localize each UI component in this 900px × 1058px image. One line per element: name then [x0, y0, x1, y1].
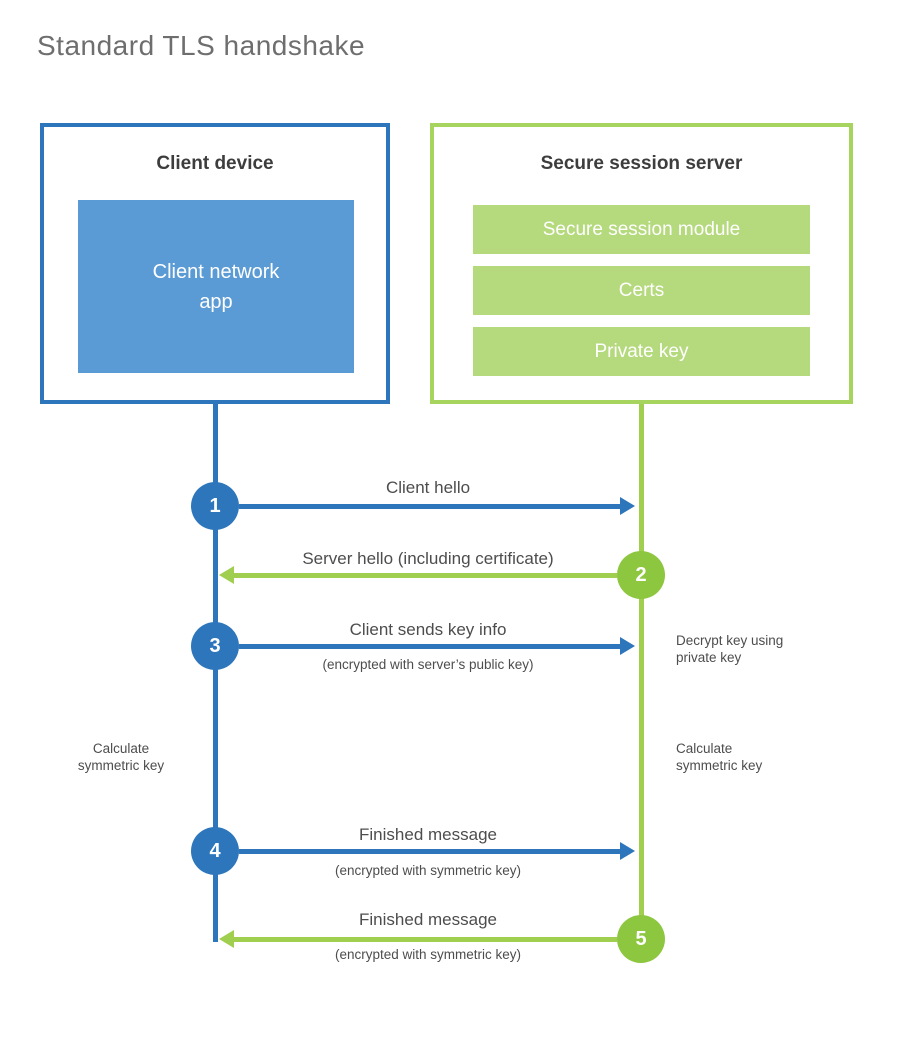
note-calculate-symmetric-key-client: Calculate symmetric key	[55, 740, 187, 774]
message-label-client-hello: Client hello	[385, 478, 471, 497]
server-module-secure-session: Secure session module	[473, 205, 810, 254]
arrow-head-right-icon	[620, 842, 635, 860]
message-label-server-hello: Server hello (including certificate)	[302, 549, 554, 568]
page-title: Standard TLS handshake	[37, 30, 366, 61]
note-decrypt-key-line1: Decrypt key using	[676, 633, 784, 648]
note-calc-left-line2: symmetric key	[77, 758, 165, 773]
arrow-head-right-icon	[620, 497, 635, 515]
client-lifeline	[213, 404, 218, 942]
note-decrypt-key-line2: private key	[676, 650, 742, 665]
message-sublabel-encrypted-symmetric-1: (encrypted with symmetric key)	[334, 863, 522, 878]
arrow-line-step4	[239, 849, 622, 854]
note-decrypt-key: Decrypt key using private key	[676, 632, 783, 666]
message-label-finished-client: Finished message	[359, 825, 497, 844]
arrow-line-step1	[239, 504, 622, 509]
arrow-line-step5	[233, 937, 617, 942]
secure-session-server-box: Secure session server Secure session mod…	[430, 123, 853, 404]
step-circle-1: 1	[191, 482, 239, 530]
server-lifeline	[639, 404, 644, 942]
server-module-private-key: Private key	[473, 327, 810, 376]
step-circle-5: 5	[617, 915, 665, 963]
note-calc-left-line1: Calculate	[92, 741, 150, 756]
step-circle-2: 2	[617, 551, 665, 599]
message-label-finished-server: Finished message	[359, 910, 497, 929]
client-app-label-line2: app	[199, 290, 233, 313]
arrow-head-left-icon	[219, 566, 234, 584]
server-title: Secure session server	[540, 153, 743, 174]
client-network-app-block: Client network app	[78, 200, 354, 373]
arrow-head-right-icon	[620, 637, 635, 655]
server-module-certs: Certs	[473, 266, 810, 315]
client-app-label-line1: Client network	[152, 260, 280, 283]
client-device-box: Client device Client network app	[40, 123, 390, 404]
arrow-line-step3	[239, 644, 622, 649]
step-circle-3: 3	[191, 622, 239, 670]
arrow-line-step2	[233, 573, 617, 578]
note-calc-right-line2: symmetric key	[676, 758, 763, 773]
message-label-client-key-info: Client sends key info	[349, 620, 507, 639]
client-device-title: Client device	[156, 153, 274, 174]
step-circle-4: 4	[191, 827, 239, 875]
message-sublabel-encrypted-symmetric-2: (encrypted with symmetric key)	[334, 947, 522, 962]
note-calculate-symmetric-key-server: Calculate symmetric key	[676, 740, 762, 774]
message-sublabel-encrypted-public-key: (encrypted with server’s public key)	[322, 657, 534, 672]
note-calc-right-line1: Calculate	[676, 741, 733, 756]
arrow-head-left-icon	[219, 930, 234, 948]
